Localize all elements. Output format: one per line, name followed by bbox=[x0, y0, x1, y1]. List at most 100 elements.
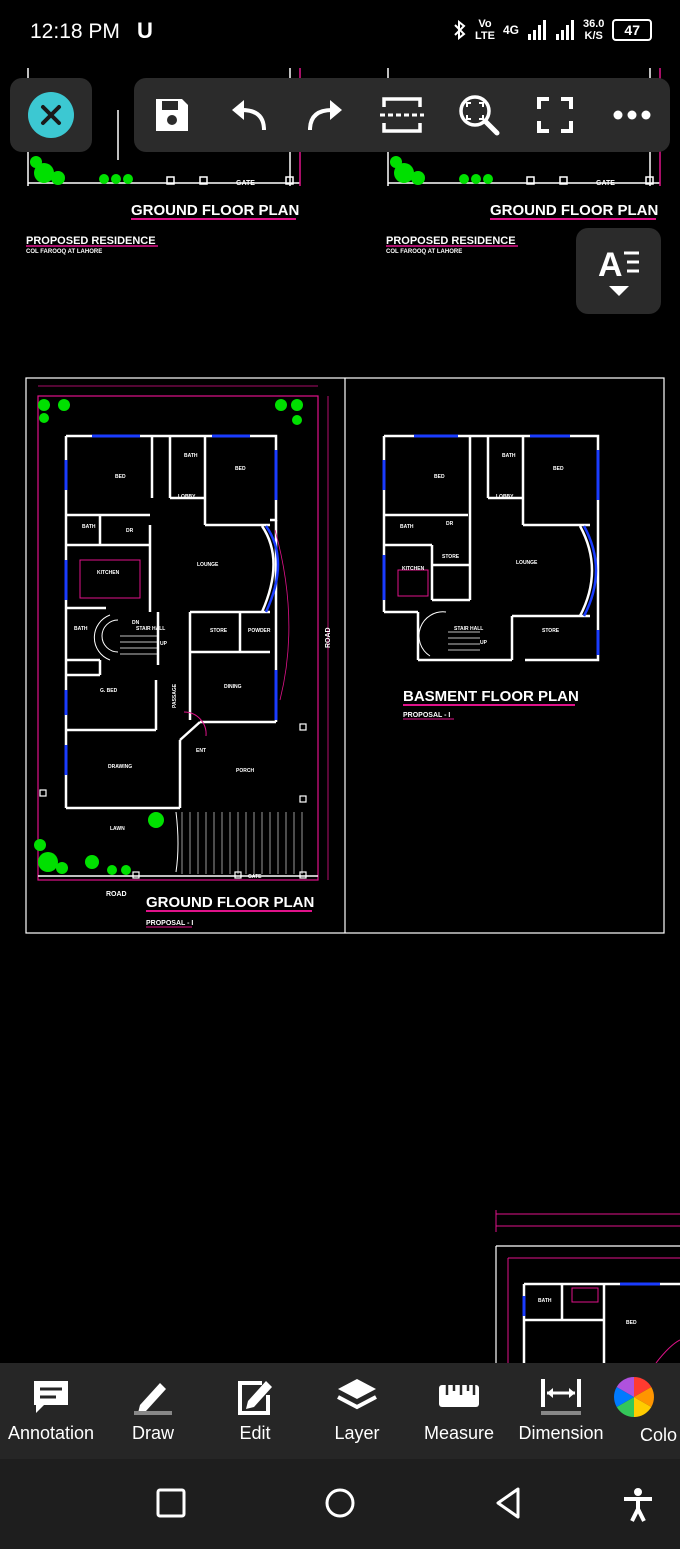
gf-drawing: DRAWING bbox=[108, 764, 132, 770]
more-button[interactable] bbox=[604, 87, 660, 143]
tab-layer[interactable]: Layer bbox=[306, 1363, 408, 1459]
ground-floor-plan: BED BATH BED LOBBY BATH DR KITCHEN LOUNG… bbox=[34, 385, 332, 928]
ground-floor-title: GROUND FLOOR PLAN bbox=[146, 894, 314, 911]
network-speed: 36.0 K/S bbox=[583, 18, 605, 42]
text-style-icon: A bbox=[598, 246, 639, 279]
signal-icon-2 bbox=[556, 20, 574, 40]
tab-layer-label: Layer bbox=[334, 1423, 380, 1443]
gf-bed-2: BED bbox=[235, 466, 246, 472]
signal-icon bbox=[528, 20, 546, 40]
fullscreen-icon bbox=[537, 97, 574, 133]
volte-indicator: Vo LTE bbox=[475, 18, 495, 42]
crop-button[interactable] bbox=[374, 87, 430, 143]
gf-bath-2: BATH bbox=[82, 524, 96, 530]
gf-road-label-bottom: ROAD bbox=[106, 891, 127, 898]
tab-annotation[interactable]: Annotation bbox=[0, 1363, 102, 1459]
redo-icon bbox=[308, 100, 343, 131]
top-right-proposed-residence: PROPOSED RESIDENCE bbox=[386, 235, 516, 247]
undo-button[interactable] bbox=[221, 87, 277, 143]
close-icon bbox=[28, 92, 74, 138]
gf-powder: POWDER bbox=[248, 628, 271, 634]
gf-lawn: LAWN bbox=[110, 826, 125, 832]
tab-color-label: Colo bbox=[640, 1425, 678, 1445]
gf-up: UP bbox=[160, 641, 168, 647]
undo-icon bbox=[231, 100, 266, 131]
bf-bed-1: BED bbox=[434, 474, 445, 480]
top-right-address: COL FAROOQ AT LAHORE bbox=[386, 249, 462, 255]
edit-icon bbox=[238, 1381, 272, 1415]
tab-dimension[interactable]: Dimension bbox=[510, 1363, 612, 1459]
gf-bed-1: BED bbox=[115, 474, 126, 480]
cad-drawing[interactable]: GATE GATE GROUND FLOOR PLAN GROUND FLOOR… bbox=[0, 0, 680, 1363]
bf-bath-2: BATH bbox=[400, 524, 414, 530]
gf-dining: DINING bbox=[224, 684, 242, 690]
gf-bath-3: BATH bbox=[74, 626, 88, 632]
bottom-tab-bar: Annotation Draw Edit Layer Mea bbox=[0, 1363, 680, 1459]
gf-lobby: LOBBY bbox=[178, 494, 196, 500]
top-left-gate-label: GATE bbox=[236, 180, 255, 187]
bf-stair-hall: STAIR HALL bbox=[454, 626, 483, 632]
back-button[interactable] bbox=[494, 1487, 522, 1519]
gf-dr: DR bbox=[126, 528, 134, 534]
tab-measure[interactable]: Measure bbox=[408, 1363, 510, 1459]
basement-floor-proposal: PROPOSAL - I bbox=[403, 712, 450, 719]
top-trees bbox=[30, 156, 493, 185]
gf-road-label-side: ROAD bbox=[325, 627, 332, 648]
layer-icon bbox=[337, 1379, 377, 1410]
bf-bed-2: BED bbox=[553, 466, 564, 472]
svg-text:A: A bbox=[598, 246, 623, 279]
draw-icon bbox=[134, 1383, 172, 1415]
zoom-icon bbox=[458, 95, 500, 136]
accessibility-icon[interactable] bbox=[622, 1487, 654, 1523]
tab-color[interactable]: Colo bbox=[612, 1363, 680, 1459]
bluetooth-icon bbox=[454, 20, 466, 40]
gf-ent: ENT bbox=[196, 748, 206, 754]
system-nav-bar bbox=[0, 1459, 680, 1549]
close-button[interactable] bbox=[10, 78, 92, 152]
carrier-icon: U bbox=[137, 18, 153, 43]
gf-passage: PASSAGE bbox=[172, 683, 178, 708]
chevron-down-icon bbox=[608, 286, 629, 296]
status-bar: 12:18 PM U Vo LTE 4G 36.0 K/S 47 bbox=[0, 0, 680, 68]
gf-g-bed: G. BED bbox=[100, 688, 118, 694]
tab-annotation-label: Annotation bbox=[7, 1423, 95, 1443]
top-right-gate-label: GATE bbox=[596, 180, 615, 187]
top-left-plan-title: GROUND FLOOR PLAN bbox=[131, 202, 299, 219]
bottom-right-partial-plan: BATH BED bbox=[495, 1210, 680, 1363]
gf-stair-hall: STAIR HALL bbox=[136, 626, 165, 632]
measure-icon bbox=[439, 1385, 479, 1407]
text-style-button[interactable]: A bbox=[576, 228, 661, 314]
top-left-proposed-residence: PROPOSED RESIDENCE bbox=[26, 235, 156, 247]
gf-gate: GATE bbox=[248, 874, 262, 880]
br-bath-label: BATH bbox=[538, 1298, 552, 1304]
bf-store-1: STORE bbox=[442, 554, 460, 560]
zoom-button[interactable] bbox=[451, 87, 507, 143]
bf-bath-1: BATH bbox=[502, 453, 516, 459]
redo-button[interactable] bbox=[297, 87, 353, 143]
ground-floor-proposal: PROPOSAL - I bbox=[146, 920, 193, 927]
recents-button[interactable] bbox=[156, 1487, 186, 1519]
tab-draw-label: Draw bbox=[131, 1423, 174, 1443]
gf-bath-1: BATH bbox=[184, 453, 198, 459]
dimension-icon bbox=[541, 1379, 581, 1415]
home-button[interactable] bbox=[324, 1487, 356, 1519]
more-icon bbox=[613, 110, 651, 120]
fullscreen-button[interactable] bbox=[527, 87, 583, 143]
annotation-icon bbox=[34, 1381, 68, 1413]
tab-edit[interactable]: Edit bbox=[204, 1363, 306, 1459]
gf-kitchen: KITCHEN bbox=[97, 570, 120, 576]
top-toolbar bbox=[134, 78, 670, 152]
gf-porch: PORCH bbox=[236, 768, 254, 774]
gf-store: STORE bbox=[210, 628, 228, 634]
status-icons: Vo LTE 4G 36.0 K/S 47 bbox=[453, 18, 652, 42]
tab-draw[interactable]: Draw bbox=[102, 1363, 204, 1459]
drawing-canvas[interactable]: GATE GATE GROUND FLOOR PLAN GROUND FLOOR… bbox=[0, 0, 680, 1363]
save-button[interactable] bbox=[144, 87, 200, 143]
bf-dr: DR bbox=[446, 521, 454, 527]
top-left-address: COL FAROOQ AT LAHORE bbox=[26, 249, 102, 255]
color-icon bbox=[614, 1377, 654, 1417]
basement-floor-title: BASMENT FLOOR PLAN bbox=[403, 688, 579, 705]
save-icon bbox=[156, 99, 189, 131]
tab-edit-label: Edit bbox=[239, 1423, 271, 1443]
bf-lobby: LOBBY bbox=[496, 494, 514, 500]
